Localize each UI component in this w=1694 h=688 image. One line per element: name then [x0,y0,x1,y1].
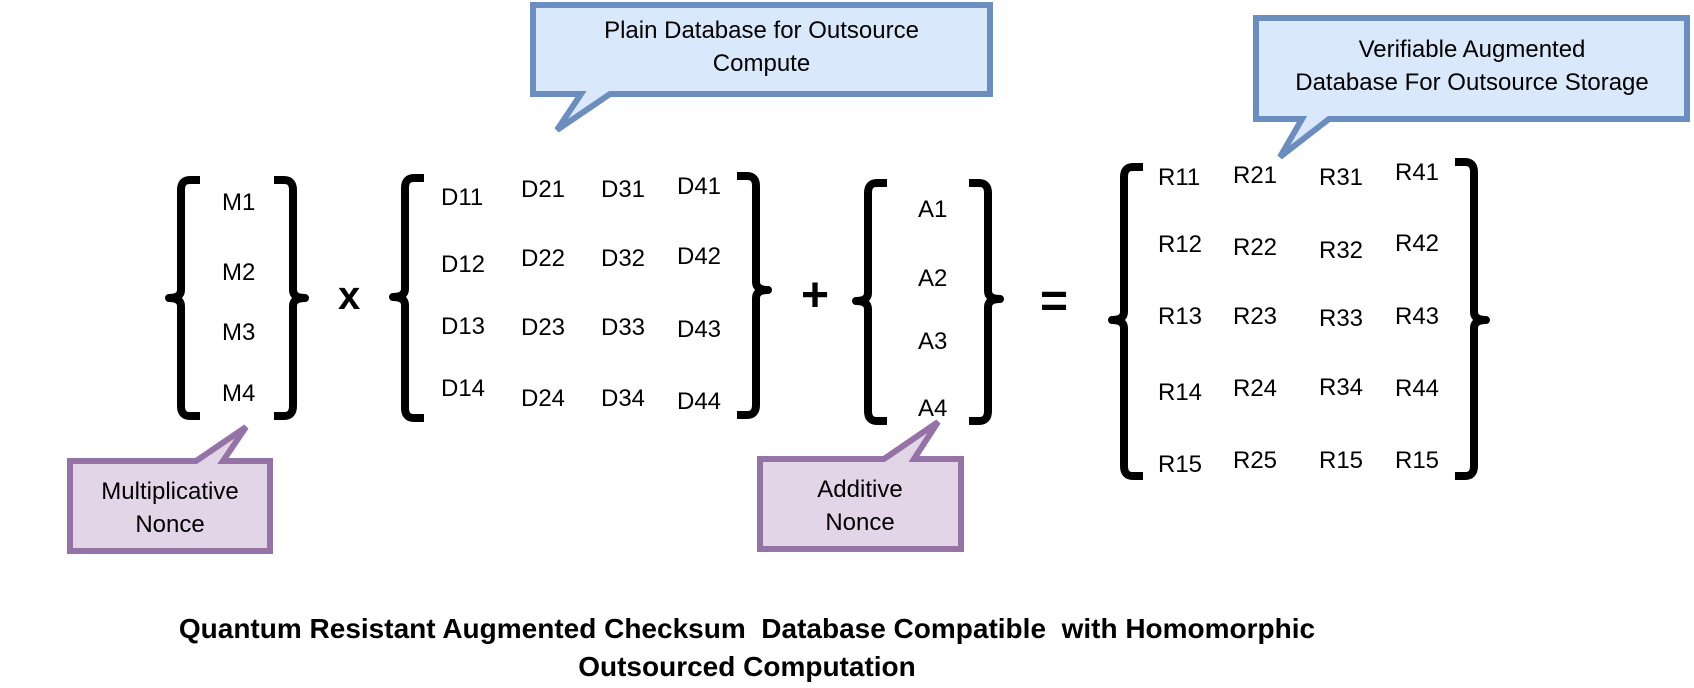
callout-plain-database-line2: Compute [712,50,811,77]
equals-operator: = [1040,275,1069,328]
matrix-d-cell: D24 [521,385,566,412]
matrix-d-cell: D11 [441,184,484,211]
callout-mult-line2: Nonce [135,511,205,538]
matrix-r-cell: R15 [1158,451,1203,478]
callout-additive-nonce: Additive Nonce [766,473,954,539]
matrix-d-cell: D32 [601,245,646,272]
matrix-d-cell: D41 [677,173,722,200]
matrix-r-cell: R15 [1319,447,1364,474]
matrix-d-cell: D43 [677,316,722,343]
times-operator: x [338,274,361,318]
matrix-d-left-brace [389,174,424,422]
matrix-m-cell: M4 [222,380,256,407]
matrix-m-left-brace [165,176,200,420]
matrix-d-cell: D23 [521,314,566,341]
matrix-d-cell: D14 [441,375,486,402]
matrix-r-cell: R32 [1319,237,1364,264]
callout-additive-nonce-shape [757,419,964,552]
plus-operator: + [801,269,830,322]
matrix-a-cell: A1 [918,196,948,223]
matrix-r-cell: R23 [1233,303,1278,330]
callout-plain-database-shape [530,2,993,133]
callout-add-line1: Additive [817,476,903,503]
matrix-a-cell: A4 [918,395,948,422]
matrix-r-cell: R22 [1233,234,1278,261]
matrix-a-left-brace [852,179,887,425]
matrix-d-cell: D12 [441,251,486,278]
matrix-r-cell: R24 [1233,375,1278,402]
matrix-r-cell: R21 [1233,162,1278,189]
callout-augmented-database: Verifiable Augmented Database For Outsou… [1262,33,1682,99]
callout-plain-database: Plain Database for Outsource Compute [541,14,982,80]
callout-add-line2: Nonce [825,509,895,536]
matrix-d-cell: D34 [601,385,646,412]
callout-augmented-line2: Database For Outsource Storage [1295,69,1649,96]
matrix-m-cell: M3 [222,319,256,346]
callout-plain-database-line1: Plain Database for Outsource [604,17,919,44]
callout-augmented-database-shape [1253,15,1690,160]
matrix-r-cell: R33 [1319,305,1364,332]
diagram-caption: Quantum Resistant Augmented Checksum Dat… [0,610,1494,686]
matrix-r-cell: R41 [1395,159,1440,186]
callout-multiplicative-nonce-shape [67,424,273,554]
caption-line1: Quantum Resistant Augmented Checksum Dat… [178,613,1316,644]
matrix-a-cell: A3 [918,328,948,355]
matrix-r-cell: R14 [1158,379,1203,406]
matrix-r-cell: R42 [1395,230,1440,257]
matrix-m-cell: M1 [222,189,256,216]
matrix-d-cell: D44 [677,388,722,415]
matrix-r-cell: R44 [1395,375,1440,402]
matrix-a-cell: A2 [918,265,948,292]
matrix-d-cell: D21 [521,176,566,203]
matrix-r-cell: R25 [1233,447,1278,474]
matrix-m-right-brace [274,176,309,420]
matrix-r-cell: R43 [1395,303,1440,330]
callout-multiplicative-nonce: Multiplicative Nonce [76,475,264,541]
matrix-r-cell: R31 [1319,164,1364,191]
matrix-r-cell: R13 [1158,303,1203,330]
matrix-r-left-brace [1108,163,1143,480]
matrix-d-cell: D22 [521,245,566,272]
callout-mult-line1: Multiplicative [101,478,239,505]
caption-line2: Outsourced Computation [578,651,916,682]
matrix-r-cell: R12 [1158,231,1203,258]
matrix-d-right-brace [737,172,772,419]
matrix-r-cell: R11 [1158,164,1201,191]
matrix-d-cell: D31 [601,176,646,203]
matrix-r-cell: R15 [1395,447,1440,474]
matrix-r-right-brace [1455,158,1490,480]
callout-augmented-line1: Verifiable Augmented [1358,36,1586,63]
matrix-a-right-brace [969,179,1004,425]
matrix-r-cell: R34 [1319,374,1364,401]
matrix-m-cell: M2 [222,259,256,286]
matrix-d-cell: D42 [677,243,722,270]
matrix-d-cell: D33 [601,314,646,341]
matrix-d-cell: D13 [441,313,486,340]
